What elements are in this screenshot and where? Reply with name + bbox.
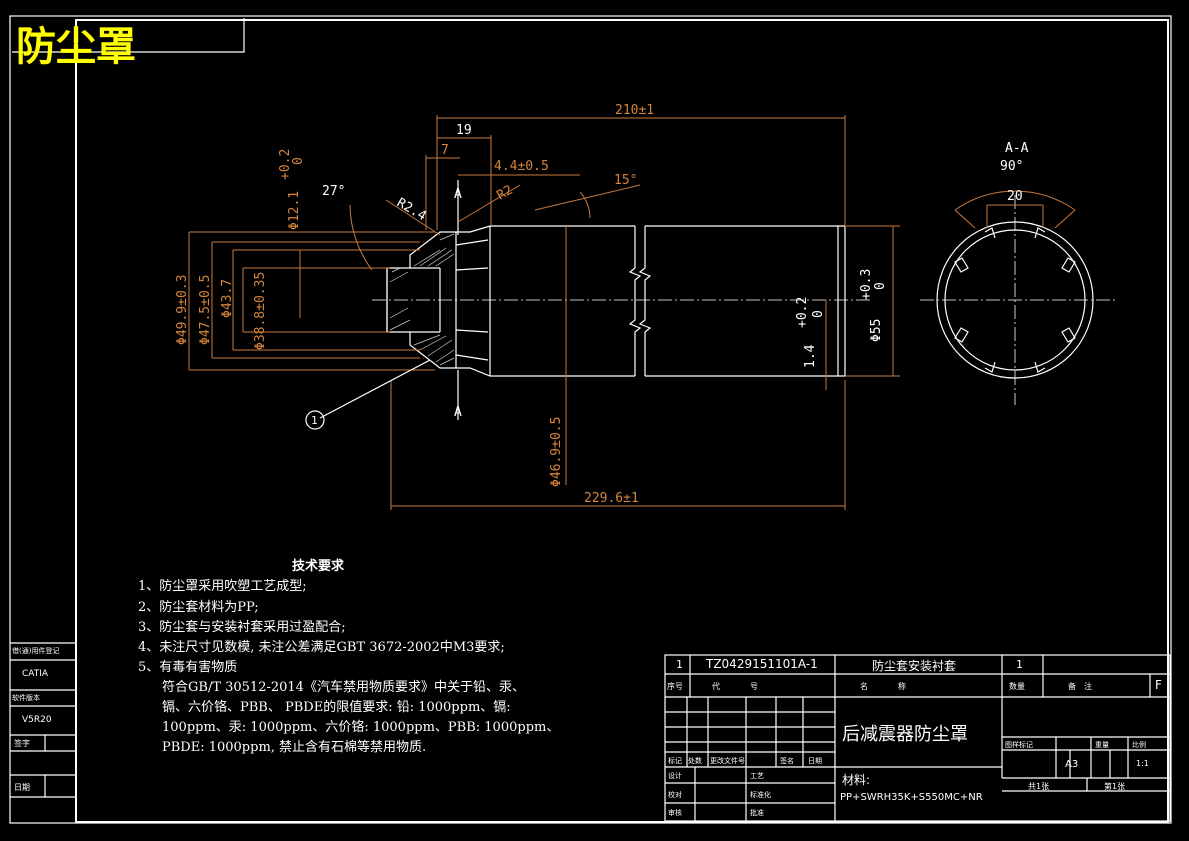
drawing-frame	[75, 19, 1169, 823]
dim-1-4-tol: +0.2	[795, 297, 810, 328]
dim-20: 20	[1007, 189, 1023, 204]
note-line-8: 100ppm、汞: 1000ppm、六价铬: 1000ppm、PBB: 1000…	[162, 720, 560, 735]
note-line-9: PBDE: 1000ppm, 禁止含有石棉等禁用物质.	[162, 740, 427, 755]
tb-h-count: 处数	[688, 757, 702, 765]
note-line-1: 1、防尘罩采用吹塑工艺成型;	[138, 579, 307, 594]
dim-7: 7	[441, 143, 449, 158]
balloon-circle	[305, 410, 325, 430]
note-line-3: 3、防尘套与安装衬套采用过盈配合;	[138, 620, 346, 635]
dim-r2: R2	[495, 183, 516, 204]
tb-h-qty: 数量	[1009, 682, 1025, 691]
tb-h-standard: 标准化	[750, 791, 771, 799]
dim-d38-8: Φ38.8±0.35	[253, 272, 268, 350]
dim-d43-7: Φ43.7	[220, 279, 235, 318]
balloon-number: 1	[311, 414, 318, 427]
strip-label-3: 签字	[14, 739, 30, 748]
section-mark-top: A	[454, 187, 462, 202]
tb-h-remark: 备注	[1068, 682, 1100, 691]
bushing-section	[386, 231, 457, 369]
dim-d49-9: Φ49.9±0.3	[175, 275, 190, 345]
dim-d55: Φ55	[869, 319, 884, 342]
dim-229-6: 229.6±1	[584, 491, 639, 506]
tb-h-approve: 批准	[750, 809, 764, 817]
strip-label-1: 借(通)用件登记	[12, 647, 60, 655]
dim-1-4: 1.4	[803, 344, 818, 368]
tb-sheets-total: 共1张	[1028, 782, 1050, 791]
tb-material-label: 材料:	[842, 773, 871, 787]
note-line-7: 镉、六价铬、PBB、 PBDE的限值要求: 铅: 1000ppm、镉:	[162, 700, 511, 715]
strip-value-1: CATIA	[22, 669, 49, 679]
section-label: A-A	[1005, 141, 1029, 156]
note-line-5: 5、有毒有害物质	[138, 660, 238, 675]
tb-h-process: 工艺	[750, 772, 764, 780]
drawing-title: 防尘罩	[16, 24, 136, 70]
tb-tag-f: F	[1155, 678, 1162, 692]
tb-qty: 1	[1016, 658, 1023, 671]
tb-size: A3	[1065, 759, 1079, 770]
dim-d12-1-tol2: 0	[291, 157, 306, 165]
tb-h-code: 代号	[712, 682, 788, 691]
title-tag-box	[12, 18, 245, 53]
dim-d46-9: Φ46.9±0.5	[549, 417, 564, 487]
notes-heading: 技术要求	[292, 559, 345, 574]
dim-r24: R2.4	[394, 195, 429, 224]
tb-h-weight: 重量	[1095, 741, 1109, 749]
dim-d55-tol2: 0	[873, 282, 888, 290]
section-view	[936, 190, 1094, 379]
tb-seq: 1	[676, 658, 683, 671]
note-line-6: 符合GB/T 30512-2014《汽车禁用物质要求》中关于铅、汞、	[162, 680, 525, 695]
strip-label-2: 软件版本	[12, 694, 40, 702]
tb-h-stage: 图样标记	[1005, 741, 1033, 749]
tb-scale: 1:1	[1136, 759, 1149, 768]
dim-19: 19	[456, 123, 472, 138]
tb-h-seq: 序号	[667, 682, 683, 691]
section-mark-bottom: A	[454, 405, 462, 420]
tb-h-date: 日期	[808, 757, 822, 765]
dim-210: 210±1	[615, 103, 654, 118]
tb-h-mark: 标记	[668, 757, 682, 765]
dust-boot	[455, 225, 846, 377]
tb-h-check: 校对	[668, 791, 682, 799]
tb-sheet-no: 第1张	[1104, 782, 1126, 791]
tb-h-change: 更改文件号	[710, 757, 745, 765]
note-line-2: 2、防尘套材料为PP;	[138, 600, 259, 615]
tb-h-sign: 签名	[780, 757, 794, 765]
dim-90deg: 90°	[1000, 159, 1023, 174]
strip-label-4: 日期	[14, 783, 30, 792]
tb-h-scale: 比例	[1132, 741, 1146, 749]
dim-d47-5: Φ47.5±0.5	[198, 275, 213, 345]
tb-material: PP+SWRH35K+S550MC+NR	[840, 792, 983, 803]
note-line-4: 4、未注尺寸见数模, 未注公差满足GBT 3672-2002中M3要求;	[138, 640, 505, 655]
dimension-lines	[188, 115, 900, 510]
tb-h-design: 设计	[668, 772, 682, 780]
dim-d55-tol: +0.3	[859, 269, 874, 300]
dim-15deg: 15°	[614, 173, 637, 188]
tb-h-name: 名称	[860, 682, 936, 691]
dim-d12-1-tol: +0.2	[278, 149, 293, 180]
tb-part-name: 后减震器防尘罩	[842, 724, 968, 745]
tb-h-review: 审核	[668, 809, 682, 817]
tb-code: TZ0429151101A-1	[706, 657, 818, 671]
tb-name-ref: 防尘套安装衬套	[872, 659, 957, 673]
title-block-grid	[664, 654, 1171, 822]
dim-d12-1: Φ12.1	[287, 191, 302, 230]
strip-value-2: V5R20	[22, 715, 52, 725]
dim-4-4: 4.4±0.5	[494, 159, 549, 174]
left-strip	[10, 642, 76, 798]
dim-27deg: 27°	[322, 184, 345, 199]
dim-1-4-tol2: 0	[811, 310, 826, 318]
